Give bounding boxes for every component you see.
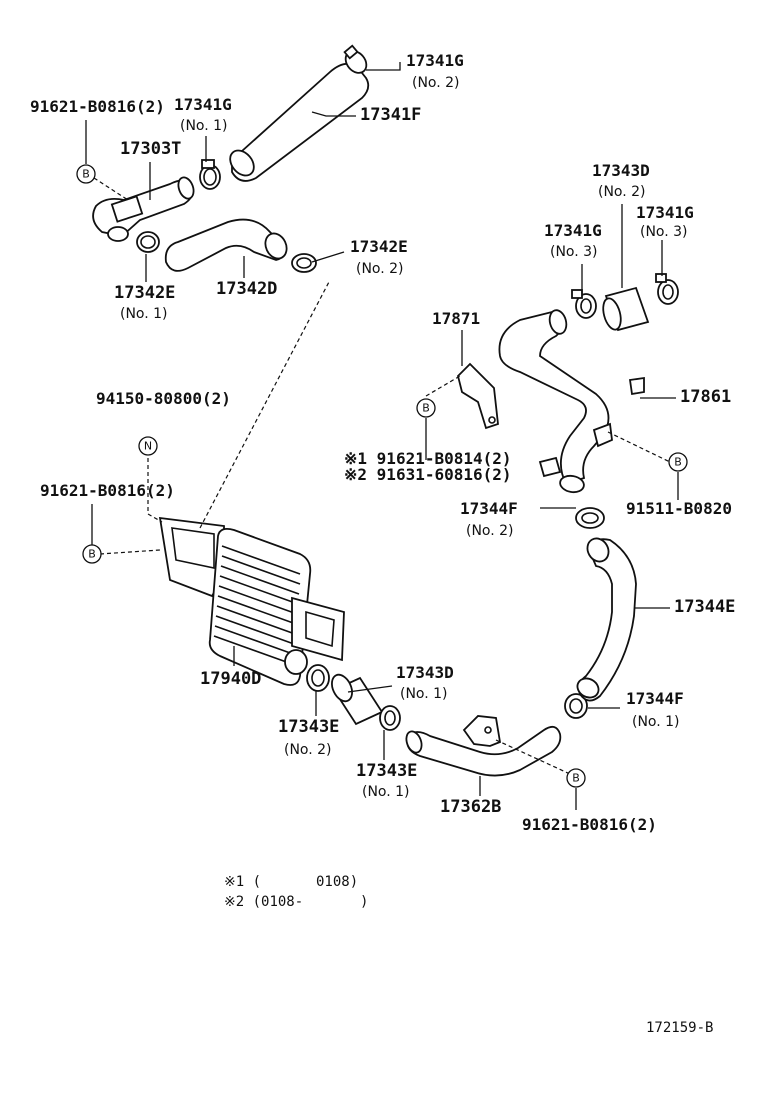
label-17343D-no2: 17343D — [592, 161, 650, 180]
label-17344F-no2: 17344F — [460, 499, 518, 518]
hose-17343D-no2[interactable] — [600, 286, 650, 332]
label-17342E-no1: 17342E — [114, 283, 175, 303]
label-17343E-no1-sub: (No. 1) — [362, 784, 410, 800]
label-94150-80800: 94150-80800(2) — [96, 389, 231, 408]
label-91621-B0814: ※1 91621-B0814(2) — [344, 449, 512, 468]
label-17341G-no3-left: 17341G — [544, 221, 602, 240]
bolt-marker-b-top: B — [76, 164, 96, 184]
label-17341G-no2-sub: (No. 2) — [412, 75, 460, 91]
label-17341G-no1-sub: (No. 1) — [180, 118, 228, 134]
label-91621-B0816-mid: 91621-B0816(2) — [40, 481, 175, 500]
label-17343E-no1: 17343E — [356, 761, 417, 781]
bolt-marker-b-17861: B — [668, 452, 688, 472]
label-17341G-no1: 17341G — [174, 95, 232, 114]
label-17341G-no3-left-sub: (No. 3) — [550, 244, 598, 260]
label-17344F-no1-sub: (No. 1) — [632, 714, 680, 730]
label-17871: 17871 — [432, 309, 480, 328]
note-2-end: ) — [360, 894, 368, 910]
label-17344F-no1: 17344F — [626, 689, 684, 708]
label-91621-B0816-top: 91621-B0816(2) — [30, 97, 165, 116]
hose-17342D[interactable] — [164, 218, 291, 272]
bracket-17871[interactable] — [457, 362, 499, 430]
label-17342E-no2-sub: (No. 2) — [356, 261, 404, 277]
clamp-17341G-no3-left[interactable] — [571, 289, 597, 319]
clamp-17344F-no2[interactable] — [575, 507, 605, 529]
label-17343D-no2-sub: (No. 2) — [598, 184, 646, 200]
clamp-17343E-no2[interactable] — [306, 664, 330, 692]
label-17940D: 17940D — [200, 669, 261, 689]
bolt-marker-n: N — [138, 436, 158, 456]
hose-17344E[interactable] — [574, 535, 637, 702]
svg-text:B: B — [88, 548, 96, 561]
clamp-17341G-no1[interactable] — [199, 159, 221, 190]
svg-text:B: B — [82, 168, 90, 181]
label-17341F: 17341F — [360, 105, 421, 125]
label-17342E-no1-sub: (No. 1) — [120, 306, 168, 322]
label-17303T: 17303T — [120, 139, 181, 159]
svg-text:B: B — [674, 456, 682, 469]
label-17343D-no1-sub: (No. 1) — [400, 686, 448, 702]
bolt-marker-b-17871: B — [416, 398, 436, 418]
label-17342D: 17342D — [216, 279, 277, 299]
clamp-17342E-no1[interactable] — [136, 231, 160, 253]
label-17362B: 17362B — [440, 797, 501, 817]
reference-dashed-lines — [93, 177, 671, 775]
pipe-17861[interactable] — [498, 308, 645, 494]
note-2-mark: ※2 (0108- — [224, 894, 303, 910]
pipe-17362B[interactable] — [404, 715, 562, 777]
hose-17341F[interactable] — [225, 62, 370, 182]
note-1-date: 0108) — [316, 874, 358, 890]
label-91511-B0820: 91511-B0820 — [626, 499, 732, 518]
clamp-17343E-no1[interactable] — [379, 705, 401, 731]
label-17343E-no2: 17343E — [278, 717, 339, 737]
label-17861: 17861 — [680, 387, 731, 407]
pipe-17303T[interactable] — [92, 175, 196, 242]
label-17344E: 17344E — [674, 597, 735, 617]
label-17341G-no3-right: 17341G — [636, 203, 694, 222]
label-17341G-no2: 17341G — [406, 51, 464, 70]
label-17343E-no2-sub: (No. 2) — [284, 742, 332, 758]
label-17342E-no2: 17342E — [350, 237, 408, 256]
clamp-17344F-no1[interactable] — [564, 693, 588, 719]
intercooler-17940D[interactable] — [158, 516, 345, 686]
clamp-17341G-no2[interactable] — [341, 44, 370, 77]
label-17341G-no3-right-sub: (No. 3) — [640, 224, 688, 240]
clamp-17342E-no2[interactable] — [291, 253, 317, 273]
label-17343D-no1: 17343D — [396, 663, 454, 682]
bolt-marker-b-bottom: B — [566, 768, 586, 788]
diagram-id: 172159-B — [646, 1020, 713, 1036]
clamp-17341G-no3-right[interactable] — [655, 273, 679, 305]
svg-text:N: N — [144, 440, 152, 453]
bolt-marker-b-intercooler: B — [82, 544, 102, 564]
label-91631-60816: ※2 91631-60816(2) — [344, 465, 512, 484]
leader-lines — [85, 62, 679, 810]
label-17344F-no2-sub: (No. 2) — [466, 523, 514, 539]
hose-17343D-no1[interactable] — [328, 672, 384, 726]
label-91621-B0816-bottom: 91621-B0816(2) — [522, 815, 657, 834]
note-1-mark: ※1 ( — [224, 874, 261, 890]
svg-text:B: B — [422, 402, 430, 415]
svg-text:B: B — [572, 772, 580, 785]
